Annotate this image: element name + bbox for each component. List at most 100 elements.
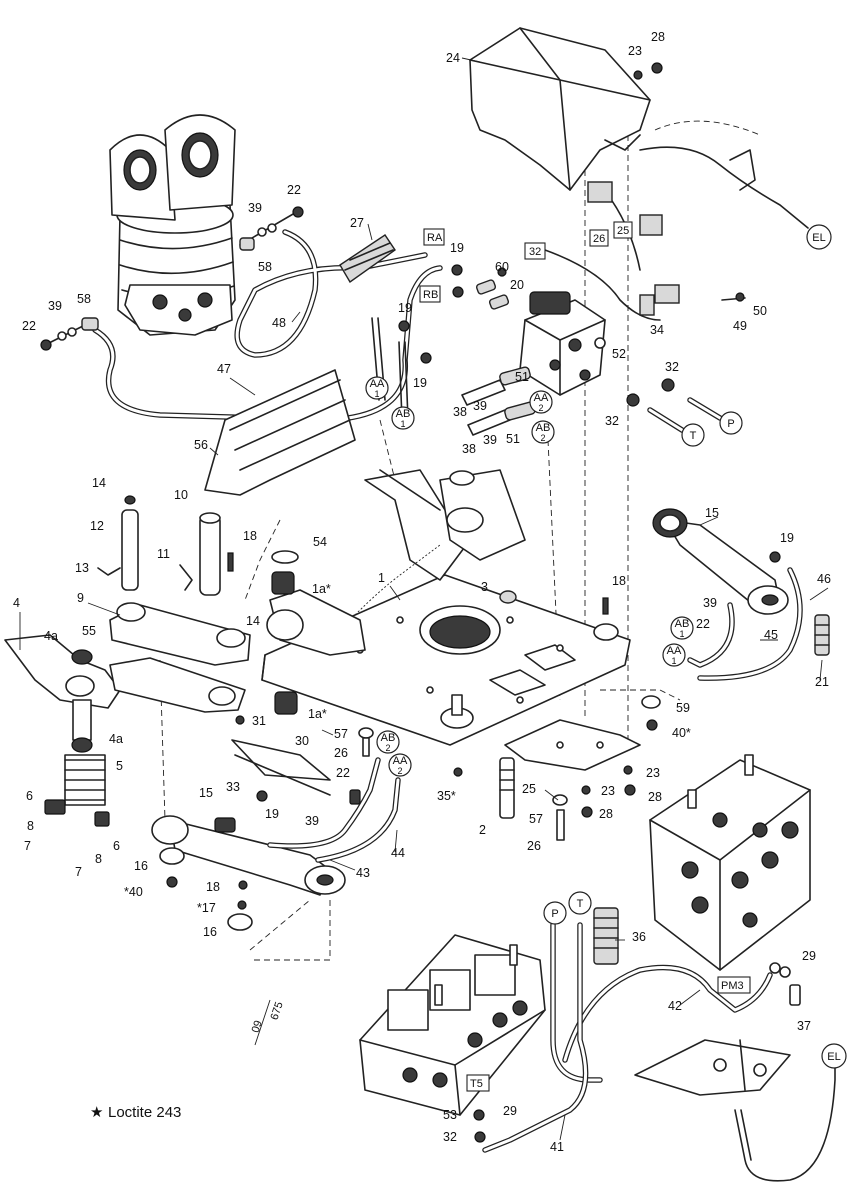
svg-text:AB: AB <box>381 732 396 744</box>
bubble-ab-left: AB 2 <box>376 730 400 754</box>
callout-3: 3 <box>481 580 488 594</box>
callout-48: 48 <box>272 316 286 330</box>
callout-19: 19 <box>398 301 412 315</box>
svg-text:2: 2 <box>385 743 390 753</box>
callout-50: 50 <box>753 304 767 318</box>
svg-text:AB: AB <box>536 422 551 434</box>
callout-58: 58 <box>258 260 272 274</box>
spring-wire <box>354 544 441 616</box>
callout-56: 56 <box>194 438 208 452</box>
doc-ref-slash <box>254 999 271 1046</box>
callout-28: 28 <box>648 790 662 804</box>
bubble-aa-right: AA 1 <box>662 643 686 667</box>
callout-57: 57 <box>529 812 543 826</box>
callout-51: 51 <box>515 370 529 384</box>
callout-38: 38 <box>453 405 467 419</box>
tag-ra: RA <box>423 228 445 246</box>
svg-text:P: P <box>727 418 734 430</box>
connection-bubbles: EL P T AA 1 AB 1 AA 2 AB 2 <box>365 224 847 1069</box>
tag-rb: RB <box>419 285 441 303</box>
callout-26: 26 <box>334 746 348 760</box>
svg-text:AA: AA <box>370 378 385 390</box>
callout-18: 18 <box>206 880 220 894</box>
main-control-valve-bank <box>649 754 811 971</box>
callout-31: 31 <box>252 714 266 728</box>
part-10-12-pins <box>121 495 221 596</box>
callout-leaders <box>19 57 829 1141</box>
bubble-el-bottom: EL <box>821 1043 847 1069</box>
callout-40: *40 <box>124 885 143 899</box>
bubble-ab-1: AB 1 <box>391 406 415 430</box>
callout-18: 18 <box>243 529 257 543</box>
callout-40: 40* <box>672 726 691 740</box>
callout-4a: 4a <box>44 629 58 643</box>
hose-41 <box>473 922 603 1153</box>
legend-note: ★ Loctite 243 <box>90 1104 181 1121</box>
callout-1a: 1a* <box>308 707 327 721</box>
tag-t5: T5 <box>466 1074 490 1092</box>
bubble-ab-right: AB 1 <box>670 616 694 640</box>
callout-21: 21 <box>815 675 829 689</box>
callout-9: 9 <box>77 591 84 605</box>
callout-35: 35* <box>437 789 456 803</box>
callout-39: 39 <box>305 814 319 828</box>
callout-2: 2 <box>479 823 486 837</box>
callout-8: 8 <box>27 819 34 833</box>
callout-26: 26 <box>527 839 541 853</box>
part-15-cylinder-right <box>652 508 789 615</box>
fittings-38-39-51 <box>461 366 536 436</box>
callout-28: 28 <box>651 30 665 44</box>
bubble-p-top: P <box>719 411 743 435</box>
callout-22: 22 <box>287 183 301 197</box>
part-4-pedal-arm <box>4 634 121 709</box>
bubble-aa-2: AA 2 <box>529 390 553 414</box>
callout-19: 19 <box>780 531 794 545</box>
callout-15: 15 <box>705 506 719 520</box>
callout-6: 6 <box>26 789 33 803</box>
callout-7: 7 <box>24 839 31 853</box>
callout-39: 39 <box>48 299 62 313</box>
callout-1a: 1a* <box>312 582 331 596</box>
svg-text:1: 1 <box>679 629 684 639</box>
doc-ref-right: 675 <box>269 1000 286 1021</box>
tag-25: 25 <box>613 221 633 239</box>
hose-42-and-spring-36 <box>562 907 801 1063</box>
fitting-set-top <box>239 206 304 251</box>
callout-25: 25 <box>522 782 536 796</box>
callout-14: 14 <box>92 476 106 490</box>
svg-text:T: T <box>577 898 584 910</box>
bolts-center <box>358 694 568 841</box>
svg-text:1: 1 <box>400 419 405 429</box>
svg-text:AA: AA <box>534 392 549 404</box>
callout-38: 38 <box>462 442 476 456</box>
callout-32: 32 <box>605 414 619 428</box>
callout-7: 7 <box>75 865 82 879</box>
callout-54: 54 <box>313 535 327 549</box>
bubble-t-bottom: T <box>568 891 592 915</box>
fitting-set-left <box>40 317 99 351</box>
bubble-aa-1: AA 1 <box>365 376 389 400</box>
rotator-assembly <box>109 114 236 336</box>
callout-29: 29 <box>802 949 816 963</box>
hoses-45-46 <box>687 567 830 681</box>
bubble-ab-2: AB 2 <box>531 420 555 444</box>
svg-text:T5: T5 <box>470 1078 483 1090</box>
port-tags: RA RB 32 26 25 PM3 T5 <box>419 221 751 1092</box>
svg-text:RA: RA <box>427 232 443 244</box>
electric-harness <box>544 146 809 321</box>
callout-labels: 24 23 28 22 39 58 27 39 58 22 48 47 19 6… <box>13 30 831 1154</box>
callout-22: 22 <box>336 766 350 780</box>
callout-16: 16 <box>203 925 217 939</box>
callout-59: 59 <box>676 701 690 715</box>
part-59-40 <box>641 695 661 731</box>
callout-12: 12 <box>90 519 104 533</box>
callout-39: 39 <box>703 596 717 610</box>
callout-4a: 4a <box>109 732 123 746</box>
valve-hose-ports <box>626 378 723 433</box>
part-9-link-plate <box>109 602 251 713</box>
callout-15: 15 <box>199 786 213 800</box>
callout-27: 27 <box>350 216 364 230</box>
callout-46: 46 <box>817 572 831 586</box>
part-27-spring-guard <box>339 234 396 284</box>
callout-13: 13 <box>75 561 89 575</box>
